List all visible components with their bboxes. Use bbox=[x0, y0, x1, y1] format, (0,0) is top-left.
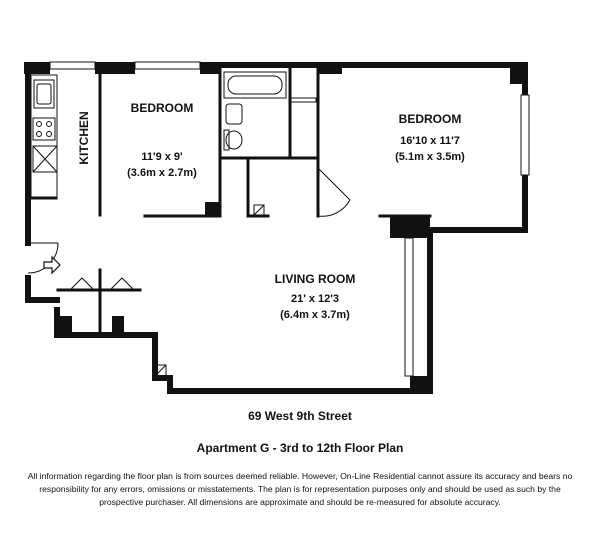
room-name-living: LIVING ROOM bbox=[275, 272, 356, 286]
room-dims-bedroom1-ft: 11'9 x 9' bbox=[141, 151, 183, 163]
counter bbox=[30, 74, 58, 198]
room-name-bedroom1: BEDROOM bbox=[131, 101, 194, 115]
windows bbox=[49, 61, 530, 377]
wall-block bbox=[60, 316, 72, 334]
wall-blocks bbox=[24, 62, 528, 394]
kitchen-fixtures bbox=[30, 74, 58, 198]
burner bbox=[36, 131, 42, 137]
column-marker bbox=[154, 364, 167, 377]
room-labels: KITCHEN BEDROOM 11'9 x 9' (3.6m x 2.7m) … bbox=[77, 101, 465, 321]
refrigerator-icon bbox=[32, 145, 58, 173]
sink-basin bbox=[36, 83, 52, 105]
door-bedroom2 bbox=[317, 167, 351, 217]
wall-block bbox=[510, 62, 528, 84]
wall-block bbox=[112, 316, 124, 334]
door-closet-1 bbox=[69, 277, 95, 291]
wall-block bbox=[24, 62, 50, 74]
window-living bbox=[404, 237, 414, 377]
closet-marker bbox=[253, 204, 265, 216]
wall-block bbox=[318, 62, 342, 74]
bathroom-fixtures bbox=[223, 71, 317, 151]
burner bbox=[36, 121, 42, 127]
room-dims-bedroom1-m: (3.6m x 2.7m) bbox=[127, 167, 197, 179]
room-dims-bedroom2-ft: 16'10 x 11'7 bbox=[400, 135, 460, 147]
room-name-bedroom2: BEDROOM bbox=[399, 112, 462, 126]
window-kitchen bbox=[49, 61, 96, 70]
refrigerator-cross bbox=[32, 145, 58, 173]
disclaimer: All information regarding the floor plan… bbox=[27, 471, 573, 507]
bathtub-basin bbox=[227, 75, 283, 95]
door-closet-2 bbox=[109, 277, 135, 291]
bath-shelf bbox=[289, 97, 317, 103]
burner bbox=[46, 131, 52, 137]
closet-marker-diag bbox=[253, 204, 265, 216]
bathtub-icon bbox=[223, 71, 287, 99]
entry-arrow-icon bbox=[43, 255, 61, 275]
window-bedroom1 bbox=[134, 61, 201, 70]
address: 69 West 9th Street bbox=[248, 409, 352, 423]
room-name-kitchen: KITCHEN bbox=[77, 111, 91, 164]
column-marker-diag bbox=[154, 364, 167, 377]
wall-block bbox=[95, 62, 135, 74]
sink-icon bbox=[33, 79, 55, 109]
burner bbox=[46, 121, 52, 127]
plan-title: Apartment G - 3rd to 12th Floor Plan bbox=[196, 441, 404, 455]
room-dims-living-m: (6.4m x 3.7m) bbox=[280, 309, 350, 321]
stove-icon bbox=[32, 117, 56, 141]
window-bedroom2 bbox=[520, 94, 530, 176]
wall-block bbox=[205, 202, 220, 217]
room-dims-living-ft: 21' x 12'3 bbox=[291, 293, 339, 305]
bathroom-sink-icon bbox=[225, 103, 243, 125]
toilet-tank bbox=[223, 129, 230, 151]
doors bbox=[27, 167, 351, 377]
room-dims-bedroom2-m: (5.1m x 3.5m) bbox=[395, 151, 465, 163]
wall-block bbox=[410, 376, 432, 394]
exterior-wall-top bbox=[25, 62, 528, 394]
wall-block bbox=[200, 62, 220, 74]
wall-block bbox=[390, 216, 430, 238]
toilet-icon bbox=[225, 130, 243, 150]
